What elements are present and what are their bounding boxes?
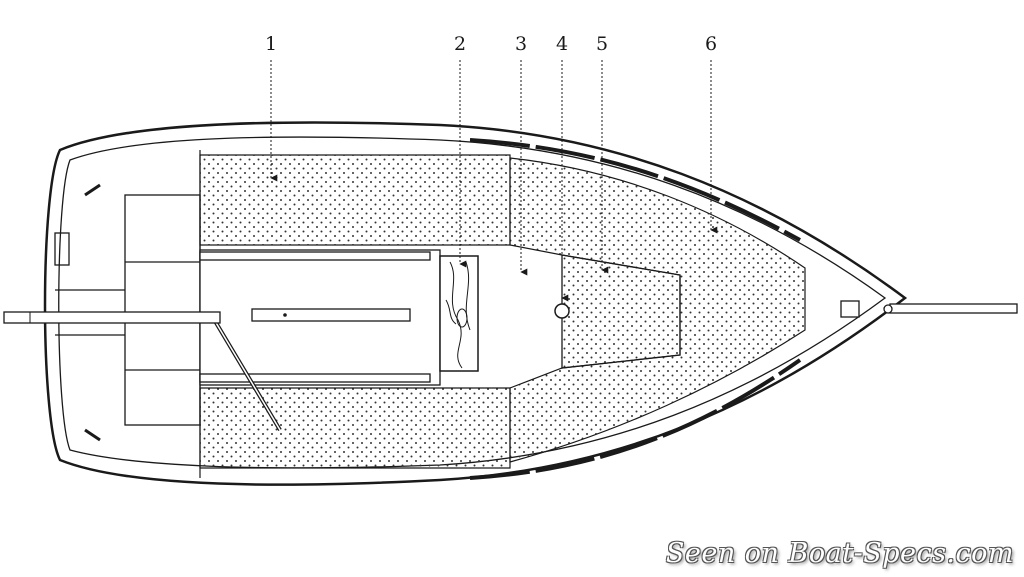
side-deck-port-aft [199, 154, 511, 246]
callout-4: 4 [556, 33, 568, 55]
callout-3: 3 [515, 33, 527, 55]
stern-boom [3, 311, 221, 324]
wood-grain [445, 261, 471, 369]
stern-cleat [54, 232, 70, 266]
callout-5: 5 [596, 33, 608, 55]
companionway-hatch [439, 255, 479, 372]
hull-inner-line [58, 136, 887, 469]
callout-6: 6 [705, 33, 717, 55]
tiller-pivot [283, 313, 287, 317]
cockpit-seat-bottom [199, 373, 431, 383]
foredeck [509, 157, 806, 463]
mast-step [554, 303, 570, 319]
toe-rail-top [469, 138, 801, 242]
toe-rail-bottom [469, 358, 802, 480]
bow-cleat [840, 300, 860, 318]
mainsheet-line-inner [211, 315, 281, 431]
hull-outline [43, 121, 908, 486]
cockpit-seat-top [199, 251, 431, 261]
tiller [251, 308, 411, 322]
stern-fairlead-bottom [84, 428, 101, 442]
watermark: Seen on Boat-Specs.com [665, 538, 1014, 569]
wood-knot [456, 308, 468, 328]
forestay-fitting [883, 304, 893, 314]
side-deck-starboard-aft [199, 387, 511, 469]
callout-2: 2 [454, 33, 466, 55]
callout-1: 1 [265, 33, 277, 55]
cabin-hatch [561, 254, 681, 369]
stern-fairlead-top [84, 183, 101, 197]
transom-panel [124, 194, 201, 426]
bowsprit [889, 303, 1018, 314]
